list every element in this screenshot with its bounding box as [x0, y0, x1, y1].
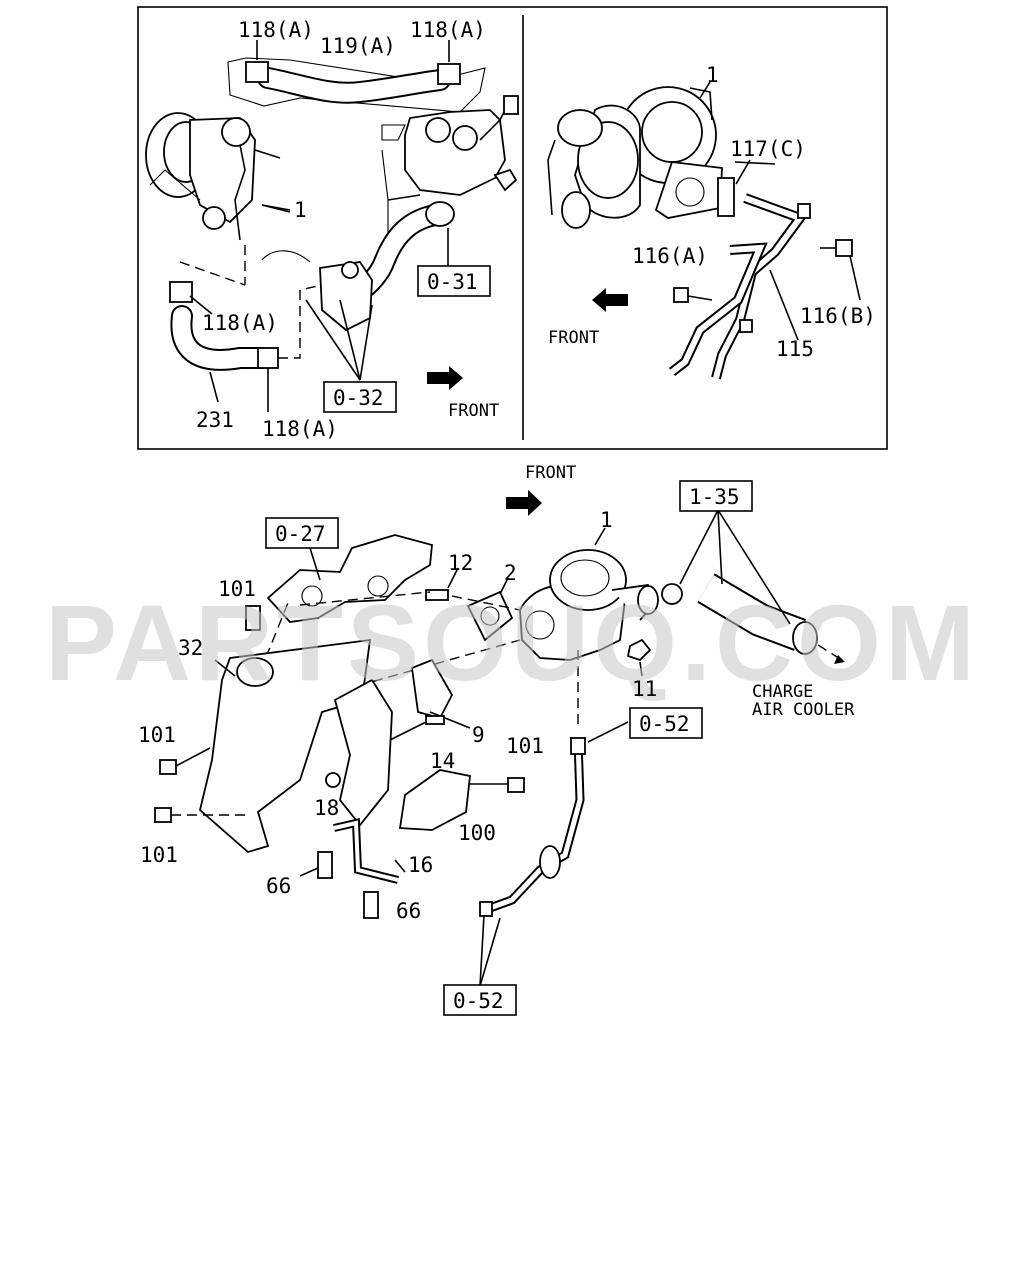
watermark: PARTSOUQ.COM — [45, 582, 979, 703]
label-118a-bottom: 118(A) — [262, 417, 338, 441]
ref-box-0-31[interactable] — [417, 265, 491, 297]
label-117c: 117(C) — [730, 137, 806, 161]
ref-0-52-bottom[interactable]: 0-52 — [453, 989, 504, 1013]
label-118a-mid: 118(A) — [202, 311, 278, 335]
label-116a: 116(A) — [632, 244, 708, 268]
label-9: 9 — [472, 723, 485, 747]
right-inset-drawing — [547, 81, 861, 380]
label-115: 115 — [776, 337, 814, 361]
ref-box-0-27[interactable] — [265, 517, 339, 549]
ref-0-31[interactable]: 0-31 — [427, 270, 478, 294]
label-front-left-inset: FRONT — [448, 401, 499, 421]
ref-box-0-32[interactable] — [323, 381, 397, 413]
label-101-left: 101 — [138, 723, 176, 747]
ref-box-1-35[interactable] — [679, 480, 753, 512]
label-air-cooler: AIR COOLER — [752, 700, 855, 720]
label-32: 32 — [178, 636, 203, 660]
ref-0-27[interactable]: 0-27 — [275, 522, 326, 546]
label-18: 18 — [314, 796, 339, 820]
label-1-left-inset: 1 — [294, 198, 307, 222]
main-drawing — [154, 490, 846, 987]
ref-box-0-52-bottom[interactable] — [443, 984, 517, 1016]
label-119a: 119(A) — [320, 34, 396, 58]
label-118a-top-left: 118(A) — [238, 18, 314, 42]
label-charge: CHARGE — [752, 682, 813, 702]
inset-frame — [137, 6, 888, 450]
label-116b: 116(B) — [800, 304, 876, 328]
label-2: 2 — [504, 561, 517, 585]
label-101-top: 101 — [218, 577, 256, 601]
label-101-bottom: 101 — [140, 843, 178, 867]
label-front-right-inset: FRONT — [548, 328, 599, 348]
label-231: 231 — [196, 408, 234, 432]
label-118a-top-right: 118(A) — [410, 18, 486, 42]
ref-0-52-top[interactable]: 0-52 — [639, 712, 690, 736]
label-66-a: 66 — [266, 874, 291, 898]
ref-box-0-52-top[interactable] — [629, 707, 703, 739]
label-11: 11 — [632, 677, 657, 701]
label-1-right-inset: 1 — [706, 63, 719, 87]
label-16: 16 — [408, 853, 433, 877]
label-101-mid: 101 — [506, 734, 544, 758]
ref-1-35[interactable]: 1-35 — [689, 485, 740, 509]
label-12: 12 — [448, 551, 473, 575]
label-66-b: 66 — [396, 899, 421, 923]
label-14: 14 — [430, 749, 455, 773]
label-front-main: FRONT — [525, 463, 576, 483]
left-inset-drawing — [145, 40, 519, 412]
label-1-main: 1 — [600, 508, 613, 532]
label-100: 100 — [458, 821, 496, 845]
ref-0-32[interactable]: 0-32 — [333, 386, 384, 410]
